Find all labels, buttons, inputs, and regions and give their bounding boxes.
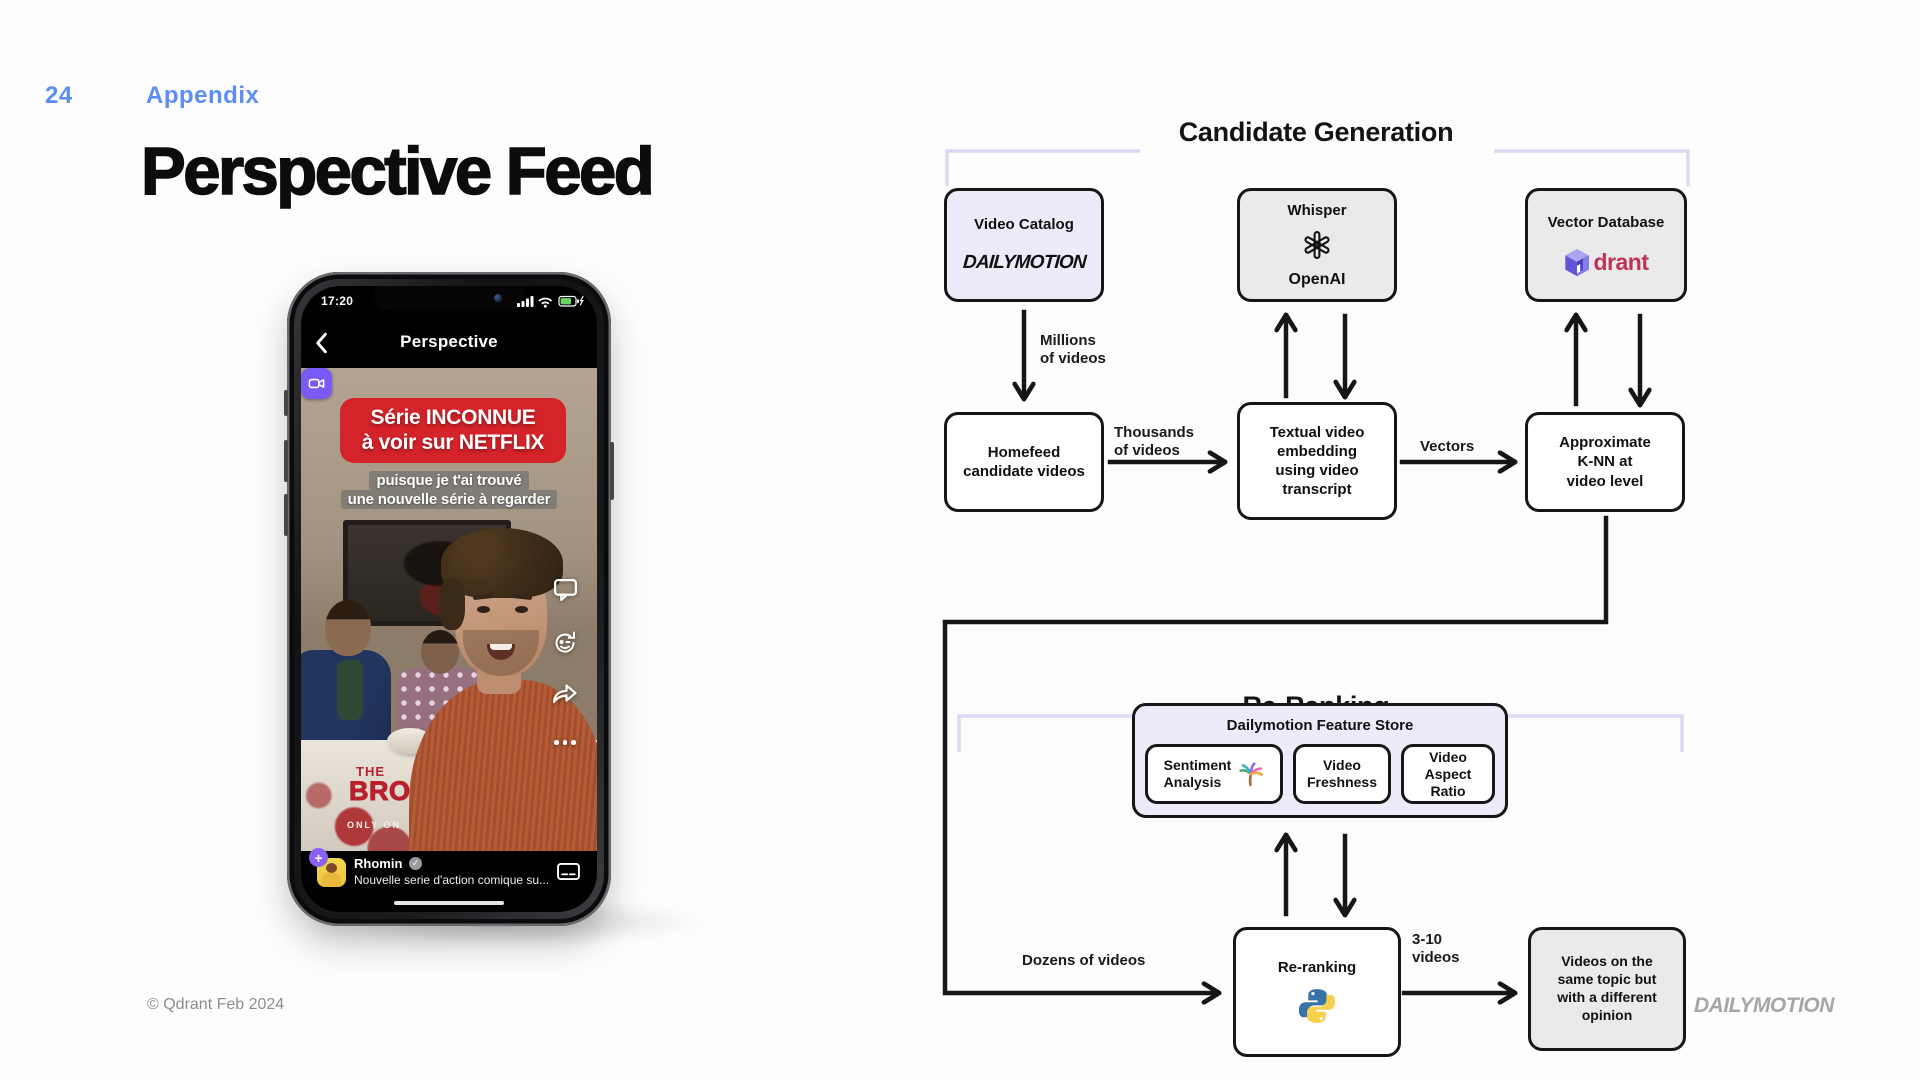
dailymotion-watermark: DAILYMOTION bbox=[1694, 994, 1834, 1017]
more-options-button[interactable] bbox=[549, 740, 581, 745]
speaker-hair-side bbox=[439, 578, 465, 630]
embedding-line: embedding bbox=[1276, 442, 1357, 460]
signal-icon bbox=[517, 296, 534, 307]
palm-tree-icon bbox=[1239, 762, 1264, 787]
homefeed-line: candidate videos bbox=[963, 463, 1085, 480]
status-icons bbox=[517, 295, 584, 308]
camera-reaction-button[interactable] bbox=[301, 368, 332, 399]
creator-avatar[interactable] bbox=[317, 858, 346, 887]
feed-title: Perspective bbox=[400, 332, 498, 351]
front-camera-icon bbox=[494, 294, 502, 302]
comment-icon bbox=[553, 579, 577, 602]
reaction-replay-button[interactable] bbox=[549, 630, 581, 656]
vectors-label: Vectors bbox=[1420, 438, 1475, 455]
mute-switch bbox=[284, 390, 288, 416]
knn-line: Approximate bbox=[1559, 434, 1651, 452]
openai-wordmark: OpenAI bbox=[1288, 270, 1346, 288]
phone-screen: 17:20 bbox=[301, 286, 597, 912]
three-to-ten-videos-label: 3-10 videos bbox=[1412, 931, 1460, 967]
page-title: Perspective Feed bbox=[140, 133, 655, 210]
dozens-of-videos-label: Dozens of videos bbox=[1022, 952, 1146, 969]
status-bar: 17:20 bbox=[301, 292, 597, 310]
feature-store-label: Dailymotion Feature Store bbox=[1226, 717, 1414, 734]
home-indicator[interactable] bbox=[394, 901, 504, 905]
millions-of-videos-label: Millions of videos bbox=[1040, 332, 1106, 368]
python-logo-icon bbox=[1298, 988, 1336, 1023]
qdrant-logo-icon bbox=[1564, 248, 1589, 277]
whisper-label: Whisper bbox=[1287, 202, 1347, 219]
speaker-sweater bbox=[409, 680, 597, 851]
power-button bbox=[610, 442, 614, 500]
poster-title-the: THE bbox=[356, 764, 385, 779]
camera-icon bbox=[308, 378, 325, 389]
share-icon bbox=[552, 684, 577, 704]
approximate-knn-box: Approximate K-NN at video level bbox=[1525, 412, 1685, 512]
verified-badge-icon: ✓ bbox=[409, 857, 422, 870]
wink-replay-icon bbox=[555, 631, 575, 653]
re-ranking-box: Re-ranking bbox=[1233, 927, 1401, 1057]
vector-database-box: Vector Database drant bbox=[1525, 188, 1687, 302]
comment-button[interactable] bbox=[549, 576, 581, 603]
volume-down-button bbox=[284, 494, 288, 536]
poster-man-shirt bbox=[337, 660, 363, 720]
video-player[interactable]: THE BROT ONLY ON NE Série INCONNUE bbox=[301, 368, 597, 851]
volume-up-button bbox=[284, 440, 288, 482]
sentiment-analysis-box: Sentiment Analysis bbox=[1145, 744, 1283, 805]
video-subtitles: puisque je t'ai trouvé une nouvelle séri… bbox=[301, 471, 597, 509]
output-videos-box: Videos on the same topic but with a diff… bbox=[1528, 927, 1686, 1051]
captions-button[interactable] bbox=[556, 862, 581, 881]
share-button[interactable] bbox=[549, 682, 581, 706]
nav-bar: Perspective bbox=[301, 326, 597, 360]
feature-store-box: Dailymotion Feature Store Sentiment Anal… bbox=[1132, 703, 1508, 818]
speaker-eye bbox=[477, 606, 490, 613]
video-catalog-box: Video Catalog DAILYMOTION bbox=[944, 188, 1104, 302]
qdrant-wordmark: drant bbox=[1593, 248, 1650, 275]
embedding-line: using video bbox=[1275, 462, 1359, 479]
poster-only-on: ONLY ON bbox=[347, 820, 402, 830]
thousands-of-videos-label: Thousands of videos bbox=[1114, 424, 1195, 460]
video-aspect-ratio-box: Video Aspect Ratio bbox=[1401, 744, 1495, 805]
battery-icon bbox=[558, 295, 579, 307]
homefeed-box: Homefeed candidate videos bbox=[944, 412, 1104, 512]
speaker-mouth bbox=[487, 644, 515, 660]
page-number: 24 bbox=[45, 82, 73, 109]
dailymotion-logo: DAILYMOTION bbox=[961, 252, 1087, 274]
re-ranking-label: Re-ranking bbox=[1277, 959, 1357, 977]
follow-plus-badge[interactable]: + bbox=[309, 848, 328, 867]
textual-embedding-box: Textual video embedding using video tran… bbox=[1237, 402, 1397, 520]
phone-mockup: 17:20 bbox=[284, 272, 614, 926]
embedding-line: transcript bbox=[1282, 481, 1352, 499]
video-title-banner: Série INCONNUE à voir sur NETFLIX bbox=[340, 398, 566, 463]
connector-knn-to-reranking bbox=[942, 515, 1609, 1005]
video-caption[interactable]: Nouvelle serie d'action comique su... bbox=[354, 873, 550, 887]
openai-logo-icon bbox=[1304, 230, 1330, 259]
copyright: © Qdrant Feb 2024 bbox=[147, 996, 285, 1013]
embedding-line: Textual video bbox=[1269, 423, 1365, 441]
candidate-generation-title: Candidate Generation bbox=[1178, 117, 1454, 147]
wifi-icon bbox=[538, 297, 553, 305]
creator-name[interactable]: Rhomin bbox=[354, 856, 403, 871]
notch bbox=[374, 286, 524, 311]
bolt-icon bbox=[579, 295, 584, 306]
section-label: Appendix bbox=[146, 82, 260, 109]
back-button[interactable] bbox=[314, 332, 328, 354]
knn-line: video level bbox=[1566, 472, 1644, 490]
whisper-box: Whisper OpenAI bbox=[1237, 188, 1397, 302]
video-freshness-box: Video Freshness bbox=[1293, 744, 1391, 805]
knn-line: K-NN at bbox=[1577, 453, 1633, 471]
speaker-eye bbox=[515, 606, 528, 613]
status-time: 17:20 bbox=[321, 294, 354, 308]
vector-database-label: Vector Database bbox=[1547, 213, 1665, 231]
video-catalog-label: Video Catalog bbox=[974, 215, 1074, 233]
homefeed-line: Homefeed bbox=[987, 443, 1061, 461]
poster-man-head bbox=[325, 600, 371, 656]
